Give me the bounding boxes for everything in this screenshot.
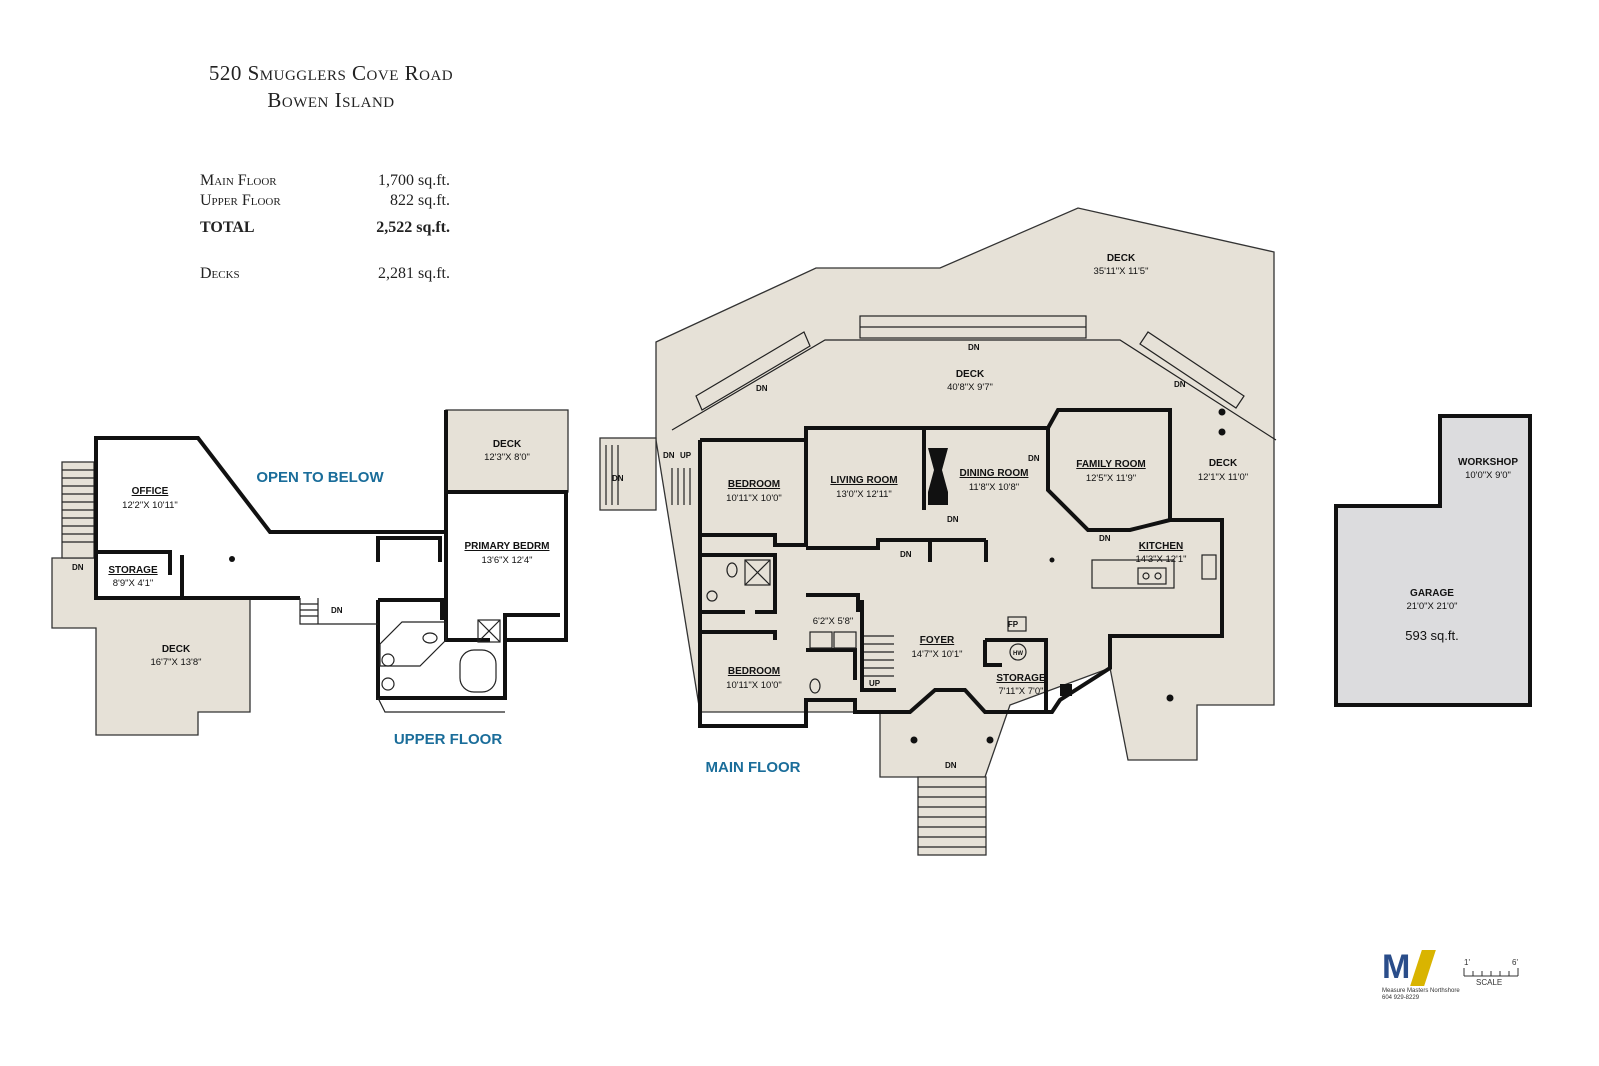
scale-ticks	[1463, 968, 1519, 977]
logo-company: Measure Masters Northshore	[1382, 988, 1460, 994]
locality-line: Bowen Island	[267, 88, 395, 112]
garage-name: GARAGE	[1410, 588, 1454, 599]
deck-upper-left-name: DECK	[162, 644, 191, 655]
logo-mark: M	[1382, 948, 1411, 986]
up-label: UP	[680, 451, 692, 460]
logo-phone: 604 929-8229	[1382, 995, 1420, 1001]
area-label: Decks	[200, 265, 240, 282]
kitchen-name: KITCHEN	[1139, 541, 1183, 552]
upper-top-deck	[445, 409, 569, 493]
main-exterior-walls	[698, 408, 1224, 728]
area-value: 2,281 sq.ft.	[378, 265, 450, 282]
storage-main-dims: 7'11"X 7'0"	[998, 686, 1043, 697]
ensuite-walls	[376, 640, 507, 700]
workshop-dims: 10'0"X 9'0"	[1465, 470, 1511, 481]
foyer-name: FOYER	[920, 635, 955, 646]
area-row-total: TOTAL 2,522 sq.ft.	[200, 219, 450, 239]
dn-label: DN	[331, 606, 343, 615]
workshop-name: WORKSHOP	[1458, 457, 1518, 468]
main-floor-plan	[599, 207, 1277, 856]
dining-room-name: DINING ROOM	[960, 468, 1029, 479]
dn-label: DN	[612, 474, 624, 483]
kitchen-dims: 14'3"X 12'1"	[1135, 554, 1186, 565]
area-value: 1,700 sq.ft.	[378, 172, 450, 189]
area-label: Upper Floor	[200, 192, 281, 209]
water-heater-label: HW	[1013, 651, 1023, 657]
scale-bar: 1' 6' SCALE	[1460, 958, 1524, 998]
upper-floor-plan	[51, 409, 569, 736]
front-steps	[917, 776, 987, 856]
dn-label: DN	[1174, 380, 1186, 389]
storage-upper-dims: 8'9"X 4'1"	[113, 578, 153, 589]
area-value: 822 sq.ft.	[390, 192, 450, 209]
deck-upper-top-name: DECK	[493, 439, 522, 450]
foyer-dims: 14'7"X 10'1"	[911, 649, 962, 660]
dn-label: DN	[1028, 454, 1040, 463]
bedroom-bottom-name: BEDROOM	[728, 666, 780, 677]
living-room-dims: 13'0"X 12'11"	[836, 489, 892, 500]
upper-storage-walls	[96, 550, 172, 575]
area-row-decks: Decks 2,281 sq.ft.	[200, 265, 450, 285]
front-step-treads	[918, 786, 986, 848]
logo-mark-bar	[1410, 950, 1436, 986]
deck-upper-top-dims: 12'3"X 8'0"	[484, 452, 530, 463]
up-label: UP	[869, 679, 881, 688]
living-room-name: LIVING ROOM	[830, 475, 897, 486]
deck-large-name: DECK	[1107, 253, 1136, 264]
primary-bedrm-dims: 13'6"X 12'4"	[481, 555, 532, 566]
dn-label: DN	[756, 384, 768, 393]
address-line: 520 Smugglers Cove Road	[208, 61, 454, 85]
kitchen-island	[1091, 559, 1175, 589]
main-floor-label: MAIN FLOOR	[706, 759, 801, 776]
storage-upper-name: STORAGE	[108, 565, 158, 576]
office-name: OFFICE	[132, 486, 169, 497]
dn-label: DN	[72, 563, 84, 572]
family-room-dims: 12'5"X 11'9"	[1086, 473, 1136, 484]
deck-railings	[671, 315, 1277, 441]
dn-label: DN	[663, 451, 675, 460]
deck-right-name: DECK	[1209, 458, 1238, 469]
area-label: TOTAL	[200, 219, 255, 236]
deck-mid-dims: 40'8"X 9'7"	[947, 382, 993, 393]
dn-label: DN	[900, 550, 912, 559]
dn-label: DN	[947, 515, 959, 524]
upper-floor-label: UPPER FLOOR	[394, 731, 503, 748]
logo-text: Measure Masters Northshore 604 929-8229	[1382, 988, 1462, 1002]
dn-label: DN	[945, 761, 957, 770]
office-walls	[94, 436, 446, 600]
stair-treads	[62, 469, 94, 543]
garage-plan	[1334, 414, 1532, 707]
deck-large-dims: 35'11"X 11'5"	[1094, 266, 1149, 277]
fireplace	[928, 448, 948, 505]
area-label: Main Floor	[200, 172, 277, 189]
storage-main-name: STORAGE	[996, 673, 1046, 684]
primary-bedrm-name: PRIMARY BEDRM	[464, 541, 549, 552]
open-to-below-label: OPEN TO BELOW	[256, 469, 384, 486]
office-dims: 12'2"X 10'11"	[122, 500, 178, 511]
bedroom-top-dims: 10'11"X 10'0"	[726, 493, 782, 504]
family-room-name: FAMILY ROOM	[1076, 459, 1145, 470]
garage-dims: 21'0"X 21'0"	[1406, 601, 1457, 612]
scale-start: 1'	[1464, 958, 1470, 967]
company-logo: M Measure Masters Northshore 604 929-822…	[1382, 948, 1460, 1018]
area-row-main-floor: Main Floor 1,700 sq.ft.	[200, 172, 450, 192]
property-title: 520 Smugglers Cove Road Bowen Island	[176, 60, 486, 114]
dn-label: DN	[968, 343, 980, 352]
scale-end: 6'	[1512, 958, 1518, 967]
area-row-upper-floor: Upper Floor 822 sq.ft.	[200, 192, 450, 212]
bedroom-bottom-dims: 10'11"X 10'0"	[726, 680, 782, 691]
side-stair	[599, 437, 657, 511]
dining-room-dims: 11'8"X 10'8"	[969, 482, 1019, 493]
bedroom-top-name: BEDROOM	[728, 479, 780, 490]
area-value: 2,522 sq.ft.	[376, 219, 450, 236]
deck-right-dims: 12'1"X 11'0"	[1198, 472, 1248, 483]
dn-label: DN	[1099, 534, 1111, 543]
deck-upper-left-dims: 16'7"X 13'8"	[150, 657, 201, 668]
garage-area: 593 sq.ft.	[1405, 628, 1458, 643]
fireplace-label: FP	[1008, 620, 1019, 629]
scale-label: SCALE	[1476, 978, 1503, 987]
deck-mid-name: DECK	[956, 369, 985, 380]
laundry-dims: 6'2"X 5'8"	[813, 616, 853, 627]
